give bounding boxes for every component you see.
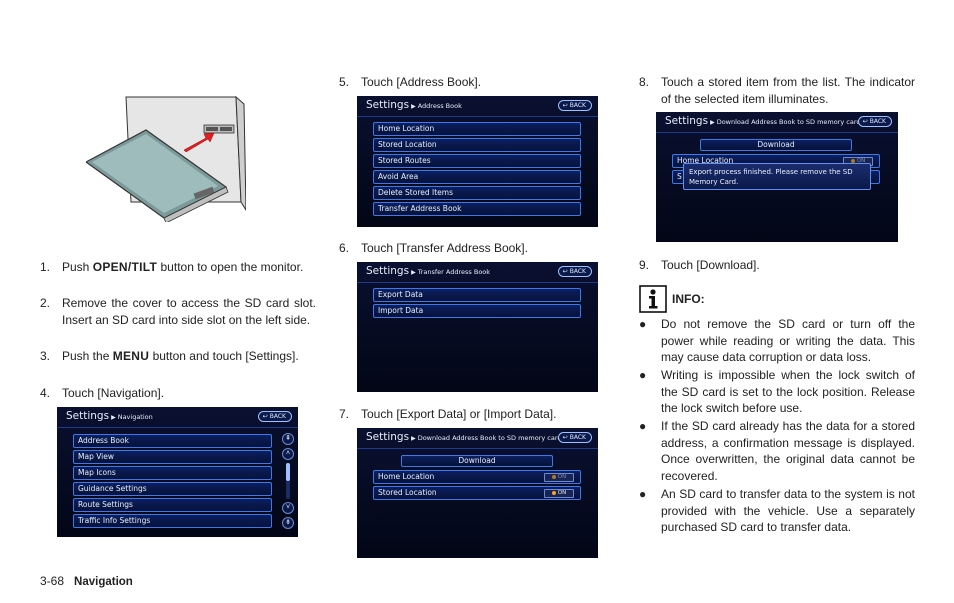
screen-title: Settings▶Download Address Book to SD mem… [366,431,562,443]
info-heading: INFO: [639,285,759,315]
back-button[interactable]: ↩BACK [557,100,592,111]
info-bullet-1: ● Do not remove the SD card or turn off … [639,317,915,364]
sd-card-slot-illustration [86,95,246,222]
section-name: Navigation [74,576,133,588]
scroll-down-icon[interactable]: ˅ [282,502,294,514]
back-arrow-icon: ↩ [562,102,568,109]
indicator-off: ON [544,473,574,482]
step-9: 9. Touch [Download]. [639,258,760,272]
back-arrow-icon: ↩ [562,434,568,441]
bullet-icon: ● [639,368,647,382]
indicator-dot-icon [551,490,556,495]
screen-title: Settings▶Address Book [366,99,462,111]
info-icon [639,285,667,313]
step-5: 5. Touch [Address Book]. [339,75,482,89]
step-7: 7. Touch [Export Data] or [Import Data]. [339,407,557,421]
menu-key: MENU [112,349,150,363]
scroll-up-icon[interactable]: ˄ [282,448,294,460]
navigation-settings-screen: Settings▶Navigation ↩BACK Address Book M… [57,407,298,537]
step-3: 3. Push the MENU button and touch [Setti… [40,349,299,363]
screen-title: Settings▶Download Address Book to SD mem… [665,115,861,127]
info-bullet-2: ● Writing is impossible when the lock sw… [639,368,915,415]
download-button[interactable]: Download [700,139,852,151]
page-number: 3-68 [40,574,65,588]
back-arrow-icon: ↩ [562,268,568,275]
scroll-thumb[interactable] [286,463,290,481]
step-4: 4. Touch [Navigation]. [40,386,165,400]
back-arrow-icon: ↩ [862,118,868,125]
menu-item-avoid-area[interactable]: Avoid Area [373,170,581,184]
indicator-dot-icon [551,474,556,479]
menu-item-route-settings[interactable]: Route Settings [73,498,272,512]
menu-item-stored-routes[interactable]: Stored Routes [373,154,581,168]
menu-item-home-location[interactable]: Home Location [373,122,581,136]
step-6: 6. Touch [Transfer Address Book]. [339,241,528,255]
menu-item-traffic-info-settings[interactable]: Traffic Info Settings [73,514,272,528]
menu-item-delete-stored-items[interactable]: Delete Stored Items [373,186,581,200]
address-book-screen: Settings▶Address Book ↩BACK Home Locatio… [357,96,598,227]
list-item-stored-location[interactable]: Stored Location ON [373,486,581,500]
download-button[interactable]: Download [401,455,553,467]
menu-item-map-view[interactable]: Map View [73,450,272,464]
info-bullet-4: ● An SD card to transfer data to the sys… [639,487,915,534]
info-label: INFO: [672,292,705,306]
page-footer: 3-68 Navigation [40,574,133,588]
bullet-icon: ● [639,317,647,331]
back-button[interactable]: ↩BACK [257,411,292,422]
back-button[interactable]: ↩BACK [857,116,892,127]
screen-title: Settings▶Transfer Address Book [366,265,491,277]
bullet-icon: ● [639,487,647,501]
open-tilt-key: OPEN/TILT [92,260,158,274]
back-button[interactable]: ↩BACK [557,266,592,277]
menu-item-transfer-address-book[interactable]: Transfer Address Book [373,202,581,216]
page-down-icon[interactable]: ⇟ [282,517,294,529]
step-1: 1. Push OPEN/TILT button to open the mon… [40,260,304,274]
list-item-home-location[interactable]: Home Location ON [373,470,581,484]
transfer-address-book-screen: Settings▶Transfer Address Book ↩BACK Exp… [357,262,598,392]
menu-item-address-book[interactable]: Address Book [73,434,272,448]
menu-item-map-icons[interactable]: Map Icons [73,466,272,480]
indicator-on: ON [544,489,574,498]
info-bullet-3: ● If the SD card already has the data fo… [639,419,915,483]
menu-item-import-data[interactable]: Import Data [373,304,581,318]
back-button[interactable]: ↩BACK [557,432,592,443]
menu-item-export-data[interactable]: Export Data [373,288,581,302]
page-up-icon[interactable]: ⇞ [282,433,294,445]
export-finished-message: Export process finished. Please remove t… [683,163,871,190]
scrollbar[interactable]: ⇞ ˄ ˅ ⇟ [282,433,294,529]
download-selection-screen: Settings▶Download Address Book to SD mem… [357,428,598,558]
indicator-dot-icon [850,158,855,163]
screen-title: Settings▶Navigation [66,410,153,422]
menu-item-stored-location[interactable]: Stored Location [373,138,581,152]
export-finished-screen: Settings▶Download Address Book to SD mem… [656,112,898,242]
back-arrow-icon: ↩ [262,413,268,420]
menu-item-guidance-settings[interactable]: Guidance Settings [73,482,272,496]
step-8: 8. Touch a stored item from the list. Th… [639,75,915,106]
step-2: 2. Remove the cover to access the SD car… [40,296,316,327]
bullet-icon: ● [639,419,647,433]
